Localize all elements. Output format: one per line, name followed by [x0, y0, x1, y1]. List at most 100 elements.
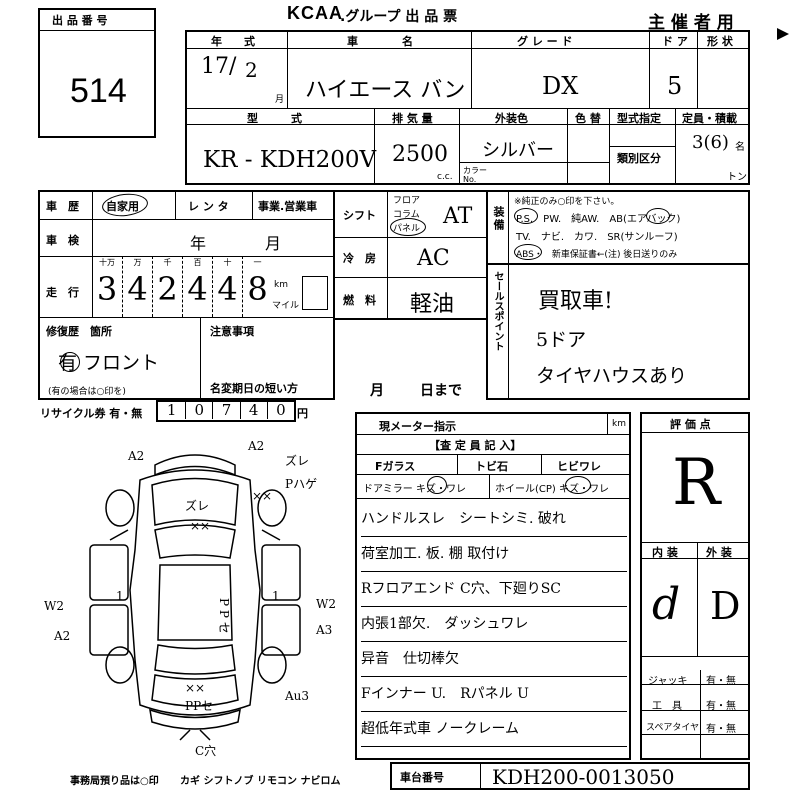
repair-value: 有 フロント: [58, 352, 160, 374]
mile-checkbox[interactable]: [302, 276, 328, 310]
mileage-digit: 2: [157, 270, 178, 308]
ton-unit: トン: [727, 172, 747, 183]
km-unit: km: [274, 280, 288, 290]
interior-grade: d: [652, 579, 681, 630]
wheel-label: ホイール(CP) キズ・ワレ: [495, 484, 609, 495]
model-value: KR - KDH200V: [203, 147, 377, 173]
footer-note: 事務局預り品は○印: [70, 776, 159, 787]
option-rental: レ ン タ: [188, 200, 229, 213]
mark-a2-top-right: A2: [247, 439, 264, 453]
notes-label: 注意事項: [210, 325, 254, 338]
mark-ppu-center: P P セ: [217, 598, 231, 634]
equipment-line-3: ABS・ 新車保証書←(注) 後日送りのみ: [516, 250, 678, 260]
hood-outline: [151, 477, 239, 526]
month-value: 2: [245, 58, 258, 82]
f-glass-label: Fガラス: [375, 460, 416, 473]
sales-point-line-1: 買取車!: [538, 289, 613, 314]
mark-w2-right: W2: [316, 597, 336, 611]
mileage-digit: 3: [96, 270, 118, 308]
inspection-remark-line: 异音 仕切棒欠: [361, 642, 627, 677]
mileage-unit-label: 十万: [99, 258, 115, 267]
meter-label: 現メーター指示: [379, 420, 456, 433]
left-front-door-outline: [89, 544, 129, 601]
mileage-unit-label: 百: [193, 258, 202, 267]
windshield-outline: [154, 524, 236, 559]
model-label: 型 式: [247, 112, 302, 125]
year-value: 17: [201, 54, 229, 79]
rear-window-outline: [154, 644, 236, 675]
mirror-label: ドアミラー キズ・ワレ: [363, 484, 466, 495]
mileage-digit: 8: [247, 270, 268, 308]
car-body-outline: [129, 469, 261, 716]
jack-label: ジャッキ: [648, 676, 688, 687]
sales-point-line-3: タイヤハウスあり: [536, 365, 688, 387]
short-title-label: 名変期日の短い方: [210, 382, 298, 395]
mileage-digit: 4: [187, 270, 208, 308]
equipment-line-2: TV. ナビ. カワ. SR(サンルーフ): [516, 232, 678, 243]
year-label: 年 式: [211, 35, 255, 48]
private-circle-mark: [100, 191, 150, 219]
wheel-kizu-circle-mark: [565, 476, 591, 494]
ps-circle-mark: [514, 208, 538, 224]
chassis-box: 車台番号 KDH200-0013050: [390, 762, 750, 790]
capacity-value: 3(6): [692, 132, 729, 153]
evaluation-score: R: [672, 446, 721, 520]
mileage-digit: 4: [127, 270, 148, 308]
mileage-digit: 4: [217, 270, 238, 308]
hibi-label: ヒビワレ: [557, 460, 601, 473]
year-separator: /: [229, 54, 237, 79]
tools-label: 工 具: [652, 701, 682, 712]
color-number-label: カラー No.: [463, 166, 487, 184]
repair-circle-mark: [60, 352, 80, 372]
rear-bumper-outline: [149, 708, 241, 730]
aircon-value: AC: [417, 246, 450, 271]
recycle-digit: 7: [212, 401, 239, 419]
tailgate-outline: [151, 674, 239, 707]
form-title: .グループ 出 品 票: [340, 9, 458, 25]
mileage-unit-label: 万: [133, 258, 142, 267]
ab-circle-mark: [646, 208, 670, 224]
evaluation-box: 評 価 点 R 内 装 外 装 d D ジャッキ 有・無 工 具 有・無 スペア…: [640, 412, 750, 760]
grade-value: DX: [542, 72, 579, 100]
inspection-remark-line: 超低年式車 ノークレーム: [361, 712, 627, 747]
capacity-label: 定員・積載: [682, 112, 737, 125]
mark-w2-left: W2: [44, 599, 64, 613]
doors-value: 5: [667, 72, 683, 100]
color-label: 外装色: [495, 112, 528, 125]
sales-point-line-2: 5ドア: [536, 329, 587, 351]
shift-option-floor: フロア: [393, 196, 421, 206]
shape-label: 形 状: [707, 35, 733, 48]
recycle-digit: 1: [166, 401, 177, 419]
car-diagram: A2 A2 ズレ Pハゲ ×× ズレ ×× P P セ W2 A2 1 W2 A…: [44, 439, 336, 758]
exterior-label: 外 装: [706, 546, 732, 559]
recycle-label: リサイクル券 有・無: [40, 407, 143, 420]
inspection-remark-line: Fインナー U. Rパネル U: [361, 677, 627, 712]
sales-point-box: セールスポイント 買取車! 5ドア タイヤハウスあり: [486, 263, 750, 400]
spare-yes-no: 有・無: [706, 724, 736, 735]
mark-c-hole: C穴: [195, 743, 216, 758]
right-front-door-outline: [261, 544, 301, 601]
inspection-remark-line: Rフロアエンド C穴、下廻りSC: [361, 572, 627, 607]
shaken-label: 車 検: [46, 234, 79, 247]
equipment-line-1: P.S. PW. 純AW. AB(エアバック): [516, 214, 681, 225]
form-usage: 主 催 者 用: [648, 13, 734, 33]
type-designation-label: 型式指定: [617, 112, 661, 125]
equipment-box: 装備 ※純正のみ○印を下さい。 P.S. PW. 純AW. AB(エアバック) …: [486, 190, 750, 265]
vehicle-info-box: 年 式 車 名 グ レ ー ド ド ア 形 状 17 / 2 月 ハイエース バ…: [185, 30, 750, 185]
option-private: 自家用: [106, 200, 139, 213]
roof-outline: [157, 564, 233, 641]
short-title-month: 月: [370, 383, 384, 399]
mark-xx-rear: ××: [185, 681, 205, 695]
doors-label: ド ア: [662, 35, 688, 48]
shift-option-column: コラム: [393, 210, 420, 220]
mark-one-left: 1: [116, 589, 124, 603]
panel-circle-mark: [390, 218, 426, 236]
repair-label: 修復歴 箇所: [46, 325, 112, 338]
mileage-unit-label: 十: [223, 258, 232, 267]
mark-xx-center: ××: [190, 519, 210, 533]
vehicle-name: ハイエース バン: [305, 78, 466, 103]
